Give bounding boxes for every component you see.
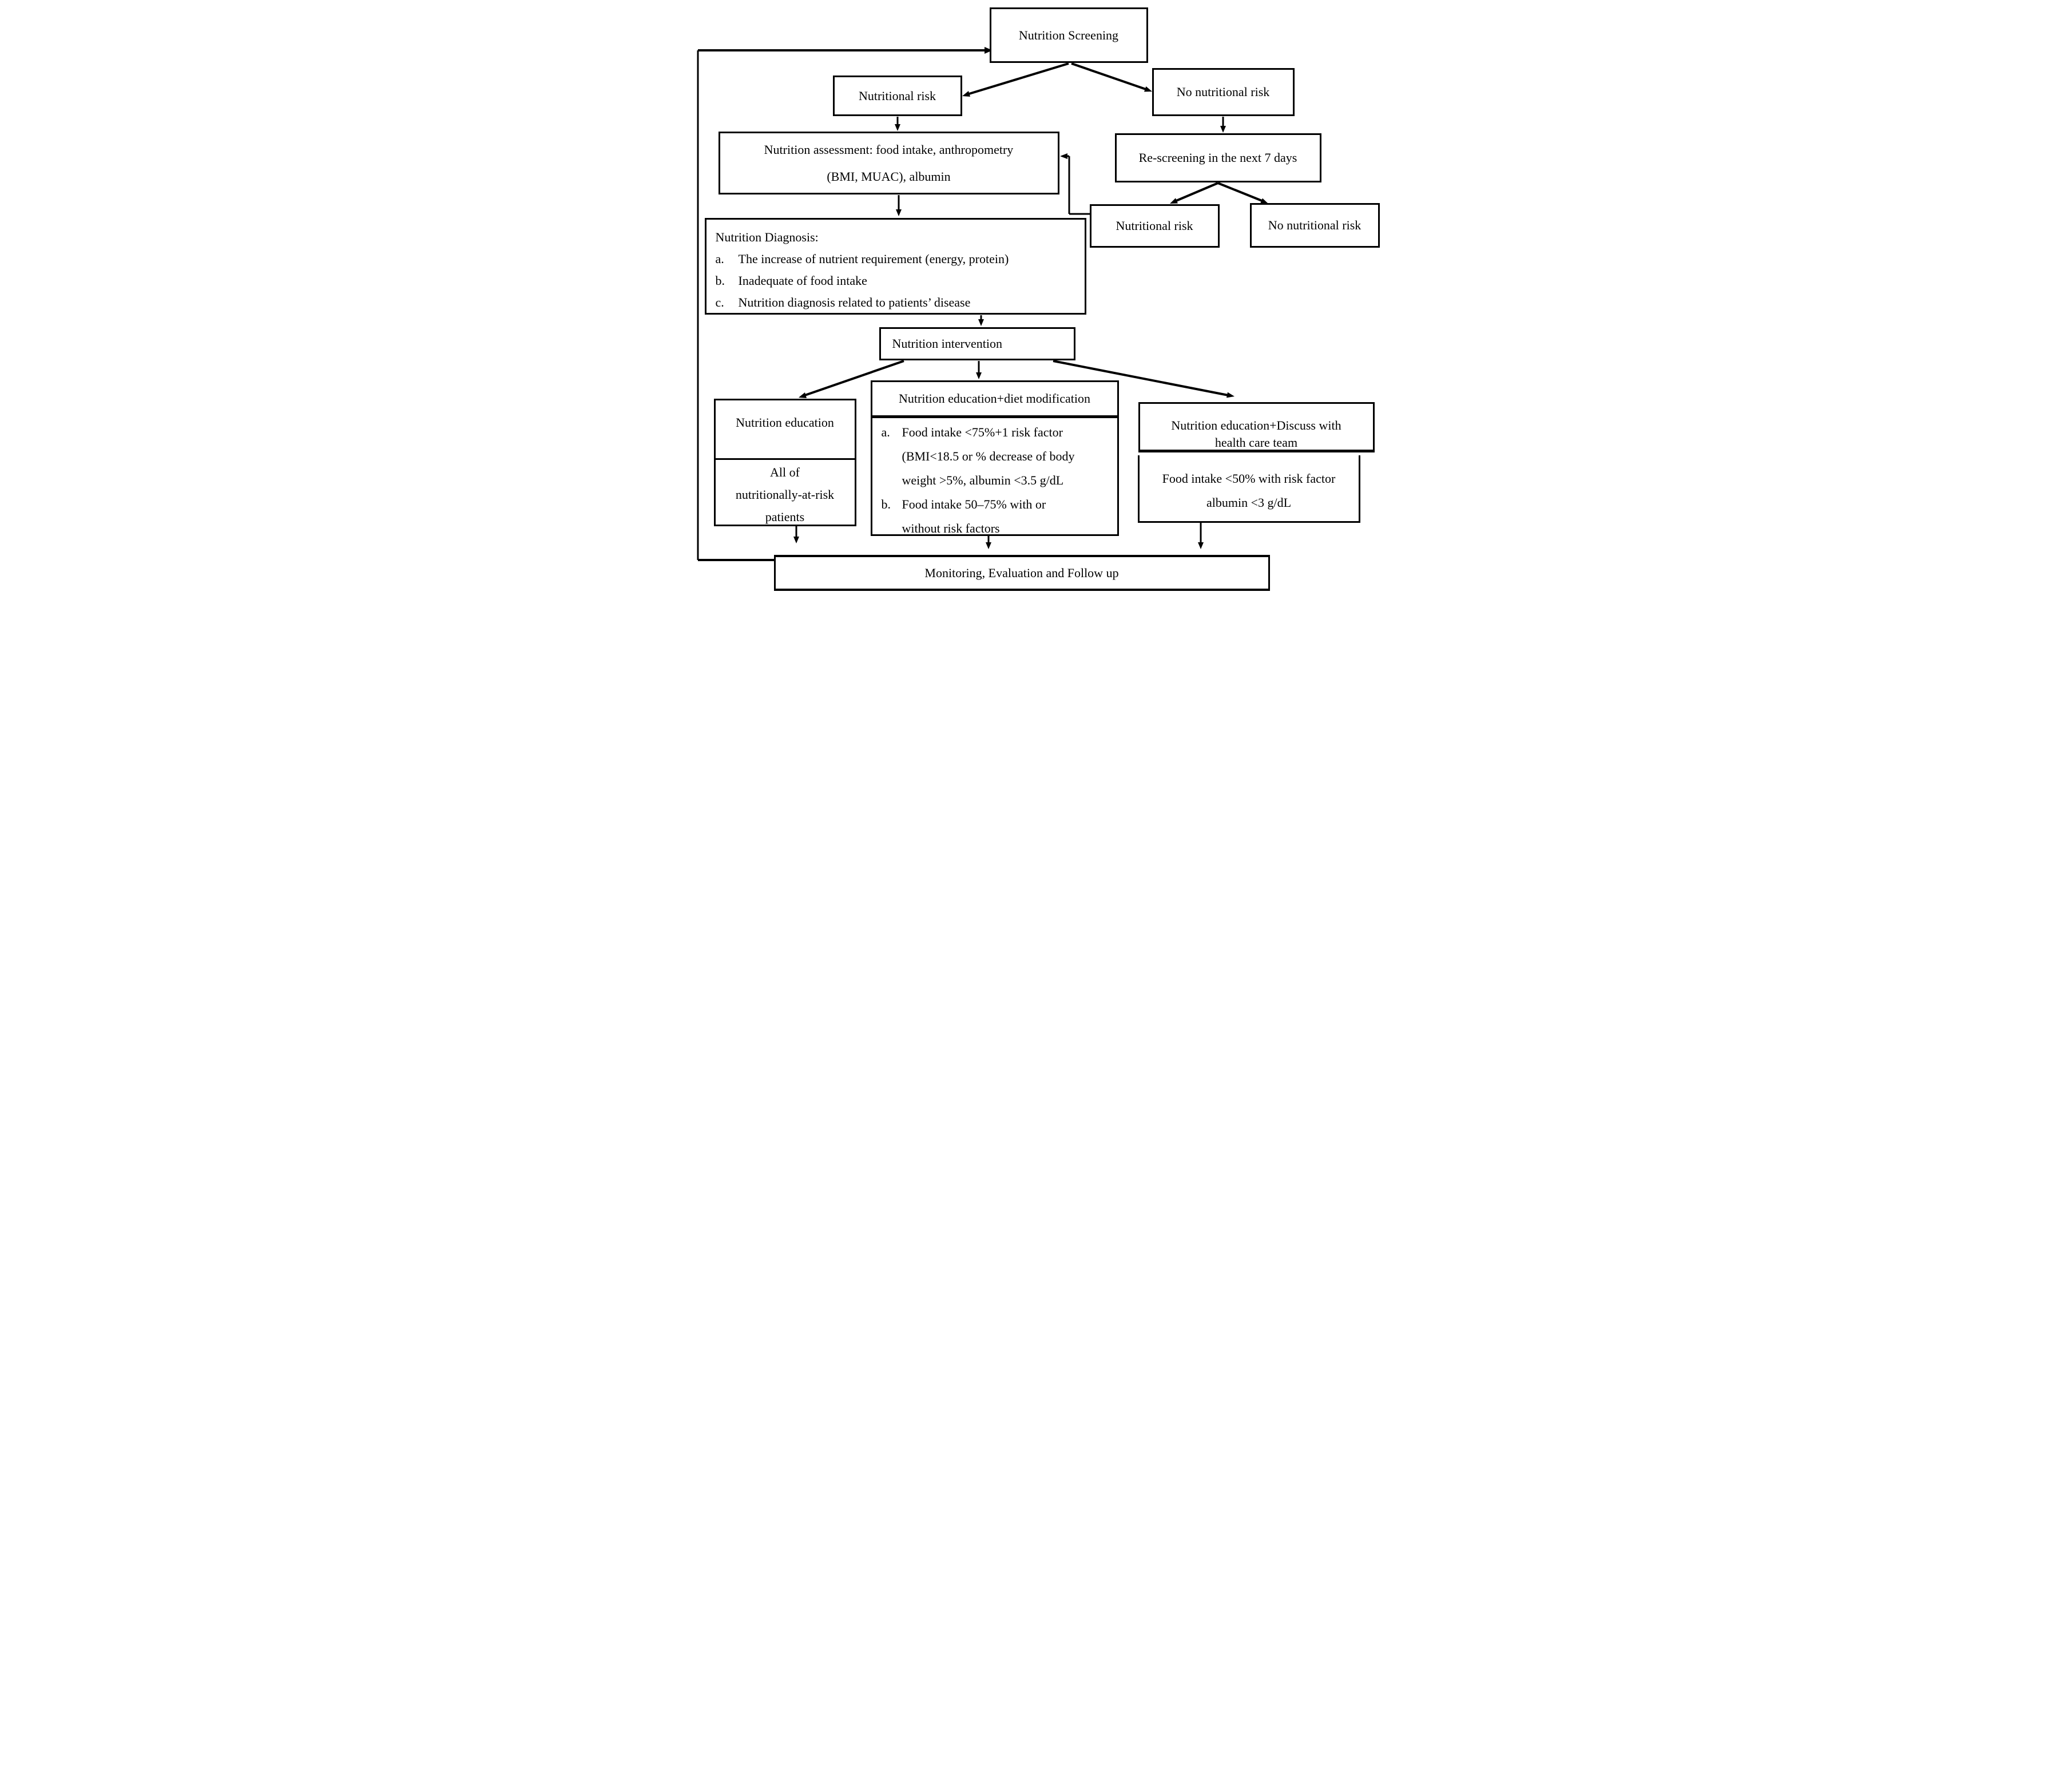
node-label: Nutrition education+diet modification xyxy=(899,391,1090,406)
item-marker: c. xyxy=(715,295,724,309)
node-label-line: health care team xyxy=(1214,435,1298,450)
criteria-line: nutritionally-at-risk xyxy=(735,487,835,502)
item-lines: Food intake <75%+1 risk factor (BMI<18.5… xyxy=(902,420,1075,493)
item-text: Nutrition diagnosis related to patients’… xyxy=(738,295,971,309)
diet-modification-title-cell: Nutrition education+diet modification xyxy=(872,382,1117,418)
connector-monitoring-to-screening-loop xyxy=(697,47,993,561)
item-marker: b. xyxy=(881,497,891,511)
node-label: Nutritional risk xyxy=(858,88,936,103)
item-text: The increase of nutrient requirement (en… xyxy=(738,252,1009,266)
criteria-line: patients xyxy=(765,510,805,524)
node-label-line: Nutrition assessment: food intake, anthr… xyxy=(764,142,1014,157)
connector-screening-to-nutritional-risk xyxy=(962,62,1069,97)
node-nutrition-intervention: Nutrition intervention xyxy=(879,327,1075,360)
criteria-line: Food intake <75%+1 risk factor xyxy=(902,425,1063,439)
connector-intervention-to-health-care-team xyxy=(1053,360,1235,398)
diet-modification-criteria-cell: a. Food intake <75%+1 risk factor (BMI<1… xyxy=(872,418,1117,535)
connector-assessment-to-diagnosis xyxy=(895,195,902,216)
flow-connectors xyxy=(697,47,1268,561)
connector-intervention-to-education xyxy=(798,360,904,398)
nutrition-care-flowchart: Nutrition Screening Nutritional risk No … xyxy=(690,0,1382,597)
connector-rescreen-risk-to-assessment xyxy=(1059,153,1090,215)
node-label: Re-screening in the next 7 days xyxy=(1138,150,1297,165)
diagnosis-item-c: c. Nutrition diagnosis related to patien… xyxy=(716,292,1081,313)
connector-risk-to-assessment xyxy=(894,117,900,131)
diagnosis-title: Nutrition Diagnosis: xyxy=(715,230,819,244)
connector-rescreening-to-no-risk xyxy=(1217,182,1268,204)
criteria-item-b: b. Food intake 50–75% with or without ri… xyxy=(881,493,1117,535)
node-education-health-care-team: Nutrition education+Discuss with health … xyxy=(1138,402,1375,452)
diagnosis-item-a: a. The increase of nutrient requirement … xyxy=(716,248,1081,270)
node-nutrition-education: Nutrition education All of nutritionally… xyxy=(713,399,856,526)
criteria-line: albumin <3 g/dL xyxy=(1206,495,1292,510)
node-label: Nutrition Screening xyxy=(1018,27,1119,42)
node-nutrition-assessment: Nutrition assessment: food intake, anthr… xyxy=(718,132,1059,194)
criteria-line: Food intake <50% with risk factor xyxy=(1162,471,1336,486)
connector-health-care-team-to-monitoring xyxy=(1197,523,1204,549)
node-nutritional-risk-rescreen: Nutritional risk xyxy=(1089,204,1220,248)
node-label: No nutritional risk xyxy=(1176,85,1270,99)
connector-no-risk-to-rescreening xyxy=(1220,117,1226,133)
node-nutrition-screening: Nutrition Screening xyxy=(989,7,1148,63)
node-nutritional-risk: Nutritional risk xyxy=(832,76,962,116)
node-label-line: (BMI, MUAC), albumin xyxy=(827,169,951,184)
connector-screening-to-no-nutritional-risk xyxy=(1070,62,1152,92)
node-monitoring-evaluation-follow-up: Monitoring, Evaluation and Follow up xyxy=(773,555,1270,591)
connector-diagnosis-to-intervention xyxy=(978,315,984,326)
node-health-care-team-criteria: Food intake <50% with risk factor albumi… xyxy=(1137,455,1360,523)
connector-diet-modification-to-monitoring xyxy=(985,536,991,549)
node-nutrition-diagnosis: Nutrition Diagnosis: a. The increase of … xyxy=(704,218,1086,315)
criteria-line: Food intake 50–75% with or xyxy=(902,497,1046,511)
education-title-cell: Nutrition education xyxy=(715,400,855,460)
node-label: No nutritional risk xyxy=(1268,218,1362,232)
node-label-line: Nutrition education+Discuss with xyxy=(1171,418,1341,432)
connector-intervention-to-diet-modification xyxy=(975,361,982,379)
node-label: Monitoring, Evaluation and Follow up xyxy=(924,565,1119,580)
criteria-line: without risk factors xyxy=(902,521,1000,535)
item-marker: a. xyxy=(881,425,890,439)
criteria-line: weight >5%, albumin <3.5 g/dL xyxy=(902,473,1064,487)
node-label: Nutrition education xyxy=(736,415,834,430)
node-education-diet-modification: Nutrition education+diet modification a.… xyxy=(870,380,1119,536)
item-text: Inadequate of food intake xyxy=(738,273,867,288)
item-marker: b. xyxy=(715,273,725,288)
criteria-item-a: a. Food intake <75%+1 risk factor (BMI<1… xyxy=(882,420,1117,493)
item-lines: Food intake 50–75% with or without risk … xyxy=(902,493,1046,535)
node-rescreening: Re-screening in the next 7 days xyxy=(1114,133,1321,182)
connector-rescreening-to-risk xyxy=(1169,182,1218,204)
node-label: Nutritional risk xyxy=(1116,219,1193,233)
criteria-line: (BMI<18.5 or % decrease of body xyxy=(902,449,1075,463)
item-marker: a. xyxy=(715,252,724,266)
connector-education-to-monitoring xyxy=(793,526,799,543)
node-no-nutritional-risk-rescreen: No nutritional risk xyxy=(1249,203,1380,248)
education-criteria-cell: All of nutritionally-at-risk patients xyxy=(716,460,855,525)
node-label: Nutrition intervention xyxy=(892,336,1002,351)
diagnosis-item-b: b. Inadequate of food intake xyxy=(716,270,1081,292)
criteria-line: All of xyxy=(770,465,800,479)
node-no-nutritional-risk: No nutritional risk xyxy=(1152,68,1295,116)
